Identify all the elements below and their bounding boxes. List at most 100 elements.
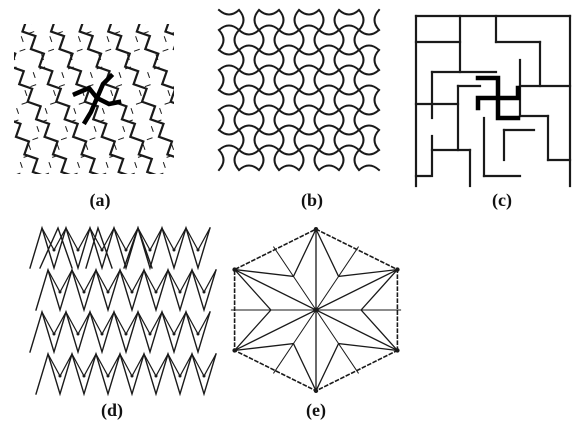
triangle-edge xyxy=(185,227,199,251)
triangle-edge xyxy=(77,227,91,251)
pinwheel-motif xyxy=(72,72,122,126)
vertex-dot xyxy=(172,248,176,252)
triangle-edge xyxy=(65,311,79,335)
triangle-edge xyxy=(119,269,133,293)
zigzag-line xyxy=(292,14,415,260)
zigzag-line xyxy=(186,14,309,260)
curved-tile-stroke xyxy=(317,8,341,32)
triangle-edge xyxy=(41,227,55,251)
caption-a: (a) xyxy=(89,190,111,210)
curved-tile-stroke xyxy=(277,128,301,152)
star-petal xyxy=(233,342,317,392)
curved-tile-stroke xyxy=(217,48,241,72)
triangle-edge xyxy=(89,227,103,251)
curved-tile-stroke xyxy=(277,108,301,132)
curved-tile-stroke xyxy=(317,128,341,152)
curved-tile-stroke xyxy=(357,48,381,72)
triangle-edge xyxy=(47,269,61,293)
vertex-dot xyxy=(58,290,62,294)
zigzag-line xyxy=(349,14,472,260)
vertex-dot xyxy=(100,332,104,336)
vertex-dot xyxy=(148,332,152,336)
vertex-dot xyxy=(124,248,128,252)
zigzag-line xyxy=(386,14,509,260)
triangle-edge xyxy=(95,269,109,293)
star-spoke xyxy=(315,309,399,352)
star-petal xyxy=(233,228,317,278)
vertex-dot xyxy=(148,248,152,252)
panel-c-rectilinear-maze xyxy=(414,14,572,188)
curved-tile-stroke xyxy=(257,128,281,152)
zigzag-line xyxy=(78,24,157,174)
zigzag-line xyxy=(14,52,71,174)
vertex-dot xyxy=(154,374,158,378)
curved-tile-stroke xyxy=(277,68,301,92)
curved-tile-stroke xyxy=(337,148,361,172)
triangle-edge xyxy=(173,311,187,335)
curved-tile-stroke xyxy=(237,148,261,172)
triangle-edge xyxy=(65,227,79,251)
triangle-edge xyxy=(203,353,217,377)
caption-c: (c) xyxy=(492,190,512,210)
center-dot xyxy=(313,307,319,313)
zigzag-row xyxy=(29,309,211,355)
vertex-dot xyxy=(130,374,134,378)
zigzag-line xyxy=(159,139,174,174)
triangle-edge xyxy=(71,353,85,377)
zigzag-line xyxy=(206,14,329,260)
vertex-dot xyxy=(202,374,206,378)
curved-tile-stroke xyxy=(317,28,341,52)
triangle-edge xyxy=(41,311,55,335)
curved-tile-stroke xyxy=(237,48,261,72)
curved-tile-stroke xyxy=(337,128,361,152)
triangle-edge xyxy=(95,353,109,377)
curved-tile-stroke xyxy=(317,148,341,172)
vertex-dot xyxy=(76,332,80,336)
curved-tile-stroke xyxy=(297,148,321,172)
triangle-edge xyxy=(83,353,97,377)
vertex-dot xyxy=(82,374,86,378)
triangle-edge xyxy=(191,269,205,293)
triangle-edge xyxy=(155,353,169,377)
vertex-dot xyxy=(52,332,56,336)
triangle-edge xyxy=(119,353,133,377)
curved-tile-stroke xyxy=(257,108,281,132)
curved-tile-stroke xyxy=(237,68,261,92)
triangle-edge xyxy=(125,311,139,335)
triangle-edge xyxy=(149,311,163,335)
curved-tile-stroke xyxy=(337,88,361,112)
triangle-edge xyxy=(101,311,115,335)
vertex-dot xyxy=(172,332,176,336)
triangle-edge xyxy=(143,269,157,293)
curved-tile-stroke xyxy=(257,88,281,112)
panel-b-curved-tiling xyxy=(217,8,381,172)
triangle-edge xyxy=(185,311,199,335)
triangle-edge xyxy=(113,311,127,335)
curved-tile-stroke xyxy=(337,28,361,52)
curved-tile-stroke xyxy=(257,148,281,172)
star-spoke xyxy=(233,268,317,311)
star-spoke xyxy=(233,309,317,352)
triangle-edge xyxy=(161,311,175,335)
curved-tile-stroke xyxy=(337,108,361,132)
curved-tile-stroke xyxy=(277,28,301,52)
vertex-dot xyxy=(106,290,110,294)
star-petal xyxy=(315,342,399,392)
vertex-dot xyxy=(154,290,158,294)
vertex-dot xyxy=(106,374,110,378)
panel-e-hexagon-star xyxy=(230,226,402,394)
triangle-edge xyxy=(77,311,91,335)
curved-tile-stroke xyxy=(357,148,381,172)
zigzag-line xyxy=(0,14,14,260)
triangle-edge xyxy=(83,269,97,293)
curved-tile-stroke xyxy=(257,8,281,32)
triangle-edge xyxy=(191,353,205,377)
curved-tile-stroke xyxy=(357,8,381,32)
curved-tile-stroke xyxy=(277,148,301,172)
triangle-edge xyxy=(107,269,121,293)
star-outer-line xyxy=(273,342,295,374)
curved-tile-stroke xyxy=(297,8,321,32)
triangle-edge xyxy=(197,227,211,251)
triangle-edge xyxy=(167,269,181,293)
